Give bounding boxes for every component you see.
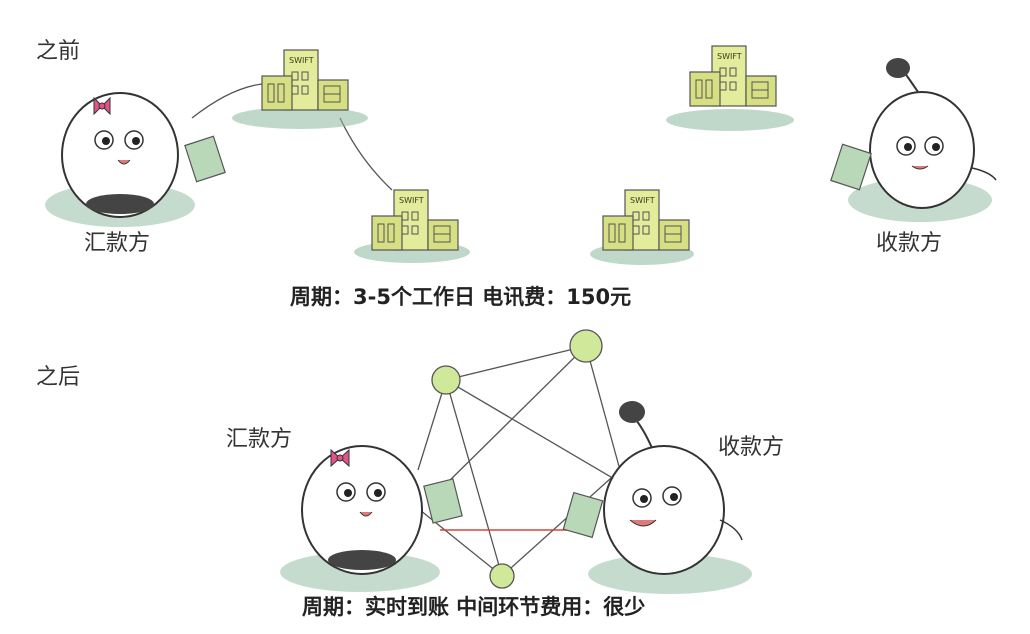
after-caption: 周期：实时到账 中间环节费用：很少 (302, 595, 645, 619)
receiver-character (562, 401, 752, 594)
link-sender-bank1 (191, 83, 263, 119)
before-receiver-label: 收款方 (876, 231, 942, 256)
after-sender-label: 汇款方 (226, 427, 292, 452)
document-icon (184, 135, 226, 183)
before-heading: 之前 (36, 39, 80, 64)
receiver-character (830, 58, 997, 222)
network-node-icon (431, 365, 461, 395)
link-bank1-bank2 (339, 117, 393, 191)
bow-icon (330, 448, 350, 468)
after-receiver-label: 收款方 (718, 435, 784, 460)
bank-building-icon (232, 49, 368, 129)
bank-building-icon (354, 189, 470, 263)
before-caption: 周期：3-5个工作日 电讯费：150元 (290, 285, 631, 309)
before-sender-label: 汇款方 (84, 231, 150, 256)
document-icon (423, 478, 463, 524)
network-node-icon (489, 563, 515, 589)
bow-icon (93, 96, 111, 116)
antenna-icon (886, 58, 919, 93)
sender-character (280, 445, 463, 592)
after-heading: 之后 (36, 365, 80, 390)
bank-building-icon (590, 189, 694, 265)
network-node-icon (569, 329, 603, 363)
bank-building-icon (666, 45, 794, 131)
antenna-icon (619, 401, 653, 449)
sender-character (45, 92, 226, 227)
document-icon (562, 491, 604, 539)
document-icon (830, 143, 872, 191)
